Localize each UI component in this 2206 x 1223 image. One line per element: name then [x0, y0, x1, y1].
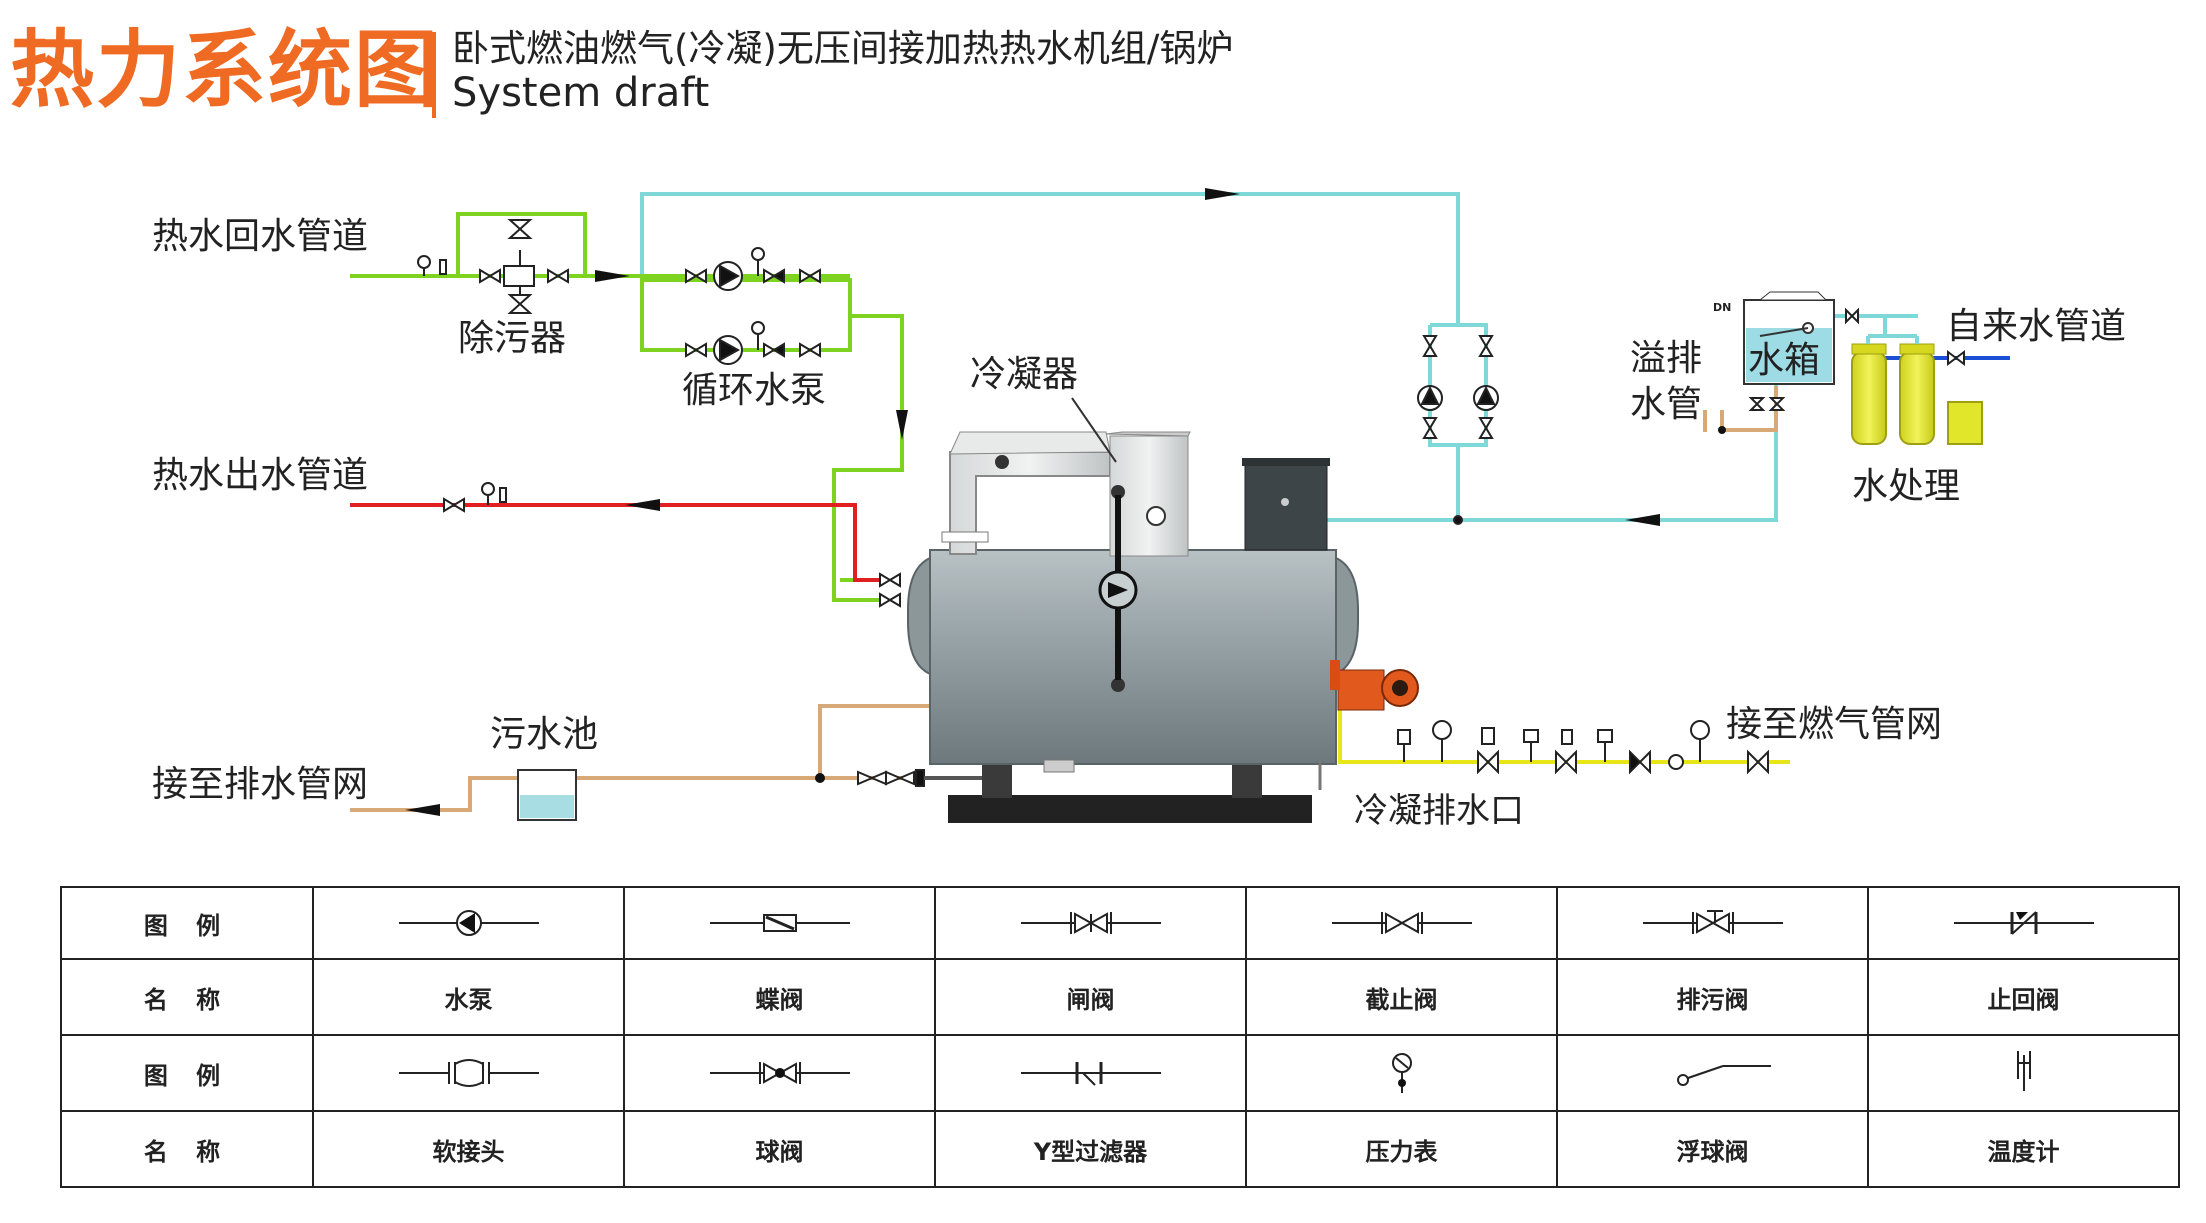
legend-header-symbol: 图 例: [60, 886, 314, 960]
page-subtitle-en: System draft: [452, 70, 710, 116]
legend-name: 浮球阀: [1556, 1110, 1869, 1188]
system-diagram: 热水回水管道 除污器 循环水泵 冷凝器 热水出水管道 溢排 水管 水箱 自来水管…: [152, 188, 2126, 831]
drain-network-label: 接至排水管网: [152, 764, 368, 805]
gate-valve-icon: [934, 886, 1247, 960]
supply-water-pipe: [350, 503, 880, 582]
flexible-joint-icon: [312, 1034, 625, 1112]
legend-name: 止回阀: [1867, 958, 2180, 1036]
legend-name-row-1: 名 称 水泵 蝶阀 闸阀 截止阀 排污阀 止回阀: [60, 958, 2180, 1036]
circulation-pump-label: 循环水泵: [682, 370, 826, 411]
burner: [1330, 660, 1419, 711]
legend-name: 排污阀: [1556, 958, 1869, 1036]
gas-network-label: 接至燃气管网: [1726, 704, 1942, 745]
float-valve-icon: [1556, 1034, 1869, 1112]
condensate-drain-label: 冷凝排水口: [1354, 791, 1524, 831]
butterfly-valve-icon: [623, 886, 936, 960]
water-tank: [1718, 291, 1859, 434]
water-tank-label: 水箱: [1748, 340, 1820, 381]
dirt-separator-label: 除污器: [458, 318, 566, 359]
y-strainer-icon: [934, 1034, 1247, 1112]
gas-train: [1397, 720, 1769, 775]
dirt-separator: [417, 219, 569, 314]
water-treatment-unit: [1851, 334, 1983, 445]
condenser: [941, 397, 1191, 692]
boiler-base: [948, 795, 1312, 823]
makeup-pumps: [1417, 335, 1499, 525]
legend-name: 压力表: [1245, 1110, 1558, 1188]
legend-header-name: 名 称: [60, 1110, 314, 1188]
pump-icon: [312, 886, 625, 960]
supply-pipe-label: 热水出水管道: [152, 455, 368, 496]
legend-name: 温度计: [1867, 1110, 2180, 1188]
ball-valve-icon: [623, 1034, 936, 1112]
legend-header-name: 名 称: [60, 958, 314, 1036]
return-pipe-label: 热水回水管道: [152, 216, 368, 257]
page-subtitle: 卧式燃油燃气(冷凝)无压间接加热热水机组/锅炉: [452, 27, 1234, 70]
sewage-pool: [517, 769, 577, 821]
legend-name: 蝶阀: [623, 958, 936, 1036]
pressure-gauge-icon: [1245, 1034, 1558, 1112]
legend-name-row-2: 名 称 软接头 球阀 Y型过滤器 压力表 浮球阀 温度计: [60, 1110, 2180, 1188]
page-title: 热力系统图: [10, 21, 441, 119]
condenser-label: 冷凝器: [970, 354, 1078, 395]
globe-valve-icon: [1245, 886, 1558, 960]
legend-name: 球阀: [623, 1110, 936, 1188]
circulation-pumps: [685, 247, 821, 365]
flow-arrows: [405, 188, 1660, 816]
legend-name: 截止阀: [1245, 958, 1558, 1036]
legend-header-symbol: 图 例: [60, 1034, 314, 1112]
legend-name: 闸阀: [934, 958, 1247, 1036]
tap-water-pipe-label: 自来水管道: [1946, 306, 2126, 347]
legend-name: Y型过滤器: [934, 1110, 1247, 1188]
sewage-pool-label: 污水池: [490, 714, 598, 755]
water-treatment-label: 水处理: [1852, 466, 1960, 507]
legend-symbol-row-1: 图 例: [60, 886, 2180, 960]
thermometer-icon: [1867, 1034, 2180, 1112]
tank-dn-label: DN: [1713, 301, 1731, 314]
overflow-label-line1: 溢排: [1630, 338, 1702, 379]
boiler: [879, 397, 1419, 823]
legend-name: 软接头: [312, 1110, 625, 1188]
legend-symbol-row-2: 图 例: [60, 1034, 2180, 1112]
boiler-drain-valve: [815, 762, 1322, 790]
blowdown-valve-icon: [1556, 886, 1869, 960]
legend-table: 图 例 名 称 水泵 蝶阀 闸阀 截止阀 排污阀 止回阀 图 例: [60, 886, 2180, 1188]
supply-valve: [443, 482, 507, 513]
check-valve-icon: [1867, 886, 2180, 960]
title-divider: [432, 32, 436, 118]
legend-name: 水泵: [312, 958, 625, 1036]
overflow-label-line2: 水管: [1630, 384, 1702, 425]
